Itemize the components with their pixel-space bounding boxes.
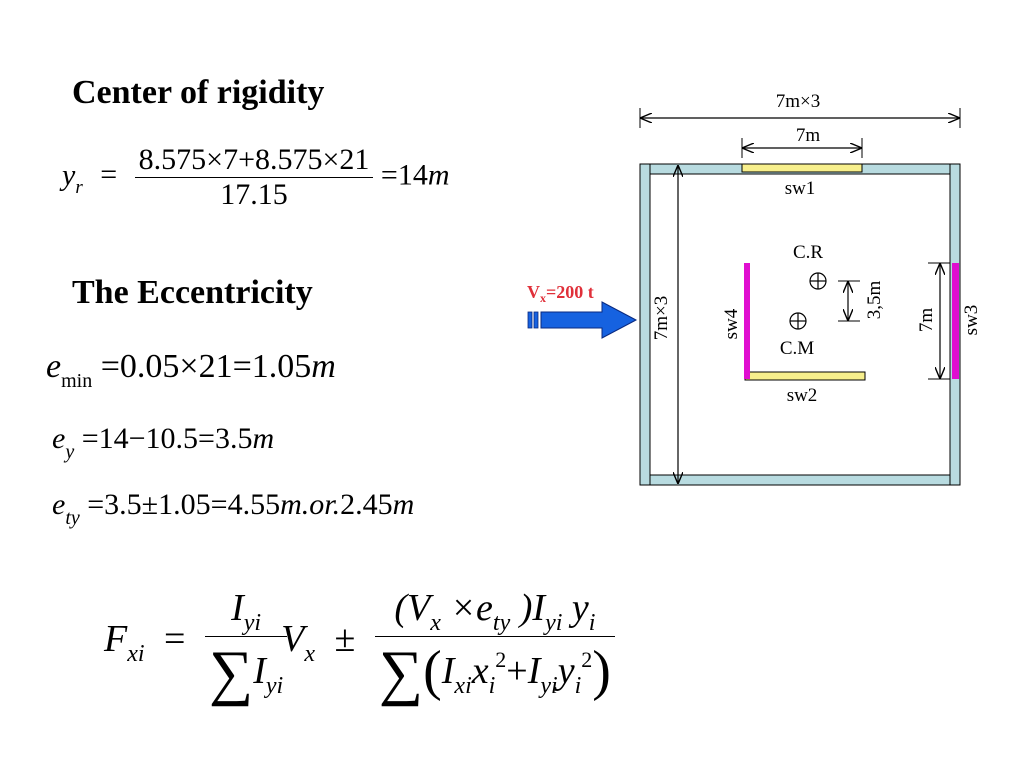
wall-bottom bbox=[639, 474, 961, 486]
label-center-of-mass: C.M bbox=[780, 338, 814, 359]
fxi-frac2-sub-x: x bbox=[430, 610, 441, 636]
wall-left bbox=[639, 163, 651, 486]
den-I1: I bbox=[441, 650, 455, 692]
center-of-rigidity-icon bbox=[809, 272, 827, 290]
fxi-pm: ± bbox=[334, 618, 356, 661]
fxi-equals: = bbox=[164, 618, 186, 661]
ety-or: .or. bbox=[301, 488, 341, 521]
equation-fxi: Fxi = Iyi ∑Iyi Vx ± (Vx ×ety )Iyi yi ∑(I… bbox=[104, 587, 615, 704]
yr-sub: r bbox=[75, 177, 83, 199]
ety-unit: m bbox=[280, 488, 302, 521]
emin-unit: m bbox=[311, 348, 336, 385]
den-y: y bbox=[557, 650, 575, 692]
fxi-frac1-den-I: I bbox=[253, 650, 266, 692]
equation-ey: ey =14−10.5=3.5m bbox=[52, 422, 275, 463]
label-sw3: sw3 bbox=[961, 305, 982, 336]
heading-eccentricity: The Eccentricity bbox=[72, 274, 313, 311]
dimension-overall-label: 7m×3 bbox=[776, 91, 821, 112]
emin-sub: min bbox=[61, 370, 93, 392]
fxi-V: V bbox=[281, 618, 305, 661]
dimension-left-label: 7m×3 bbox=[651, 296, 672, 341]
fxi-frac2-y: y bbox=[571, 587, 589, 629]
fxi-frac2-sub-ty: ty bbox=[492, 610, 511, 636]
yr-equals: = bbox=[100, 158, 118, 192]
yr-numerator: 8.575×7+8.575×21 bbox=[134, 143, 374, 178]
shear-wall-sw1 bbox=[741, 163, 863, 173]
dimension-span-label: 7m bbox=[796, 125, 821, 146]
fxi-frac1-I: I bbox=[231, 587, 244, 629]
ety-rhs: =3.5±1.05=4.55 bbox=[87, 488, 281, 521]
sigma-icon: ∑ bbox=[378, 639, 424, 707]
dimension-eccentricity-label: 3,5m bbox=[864, 281, 885, 320]
fxi-V-sub: x bbox=[304, 641, 316, 668]
yr-fraction: 8.575×7+8.575×21 17.15 bbox=[134, 143, 374, 212]
sigma-icon: ∑ bbox=[208, 639, 254, 707]
shear-wall-sw4 bbox=[744, 263, 750, 379]
den-x-sub: i bbox=[488, 673, 496, 699]
yr-result: =14 bbox=[380, 158, 428, 192]
fxi-fraction-2: (Vx ×ety )Iyi yi ∑(Ixixi2+Iyiyi2) bbox=[374, 586, 615, 704]
equation-emin: emin =0.05×21=1.05m bbox=[46, 348, 336, 392]
den-I1-sub: xi bbox=[454, 673, 472, 699]
den-plus: + bbox=[506, 650, 528, 692]
fxi-frac2-numerator: (Vx ×ety )Iyi yi bbox=[374, 586, 615, 637]
fxi-frac2-times-e: ×e bbox=[450, 587, 493, 629]
equation-yr: yr = 8.575×7+8.575×21 17.15 =14m bbox=[62, 143, 450, 212]
ey-rhs: =14−10.5=3.5 bbox=[81, 422, 253, 455]
fxi-frac2-sub-i: i bbox=[588, 610, 596, 636]
yr-unit: m bbox=[427, 158, 450, 192]
label-sw2: sw2 bbox=[787, 385, 818, 406]
yr-denominator: 17.15 bbox=[220, 178, 288, 211]
fxi-fraction-1: Iyi ∑Iyi bbox=[204, 586, 288, 704]
center-of-mass-icon bbox=[789, 312, 807, 330]
fxi-frac1-denominator: ∑Iyi bbox=[205, 637, 287, 704]
dimension-right-label: 7m bbox=[916, 308, 937, 333]
force-label: Vx=200 t bbox=[527, 282, 594, 305]
equation-ety: ety =3.5±1.05=4.55m.or.2.45m bbox=[52, 488, 415, 529]
fxi-frac2-sub-yi: yi bbox=[545, 610, 563, 636]
label-sw4: sw4 bbox=[721, 308, 742, 339]
den-sq-2: 2 bbox=[581, 647, 593, 672]
fxi-frac2-denominator: ∑(Ixixi2+Iyiyi2) bbox=[375, 637, 615, 704]
label-sw1: sw1 bbox=[785, 178, 816, 199]
lateral-force-arrow bbox=[527, 301, 638, 339]
yr-var: y bbox=[62, 158, 76, 192]
ety-sub: ty bbox=[65, 507, 80, 529]
emin-rhs: =0.05×21=1.05 bbox=[100, 348, 312, 385]
ety-var: e bbox=[52, 488, 66, 521]
ey-sub: y bbox=[65, 441, 75, 463]
fxi-frac2-I: )I bbox=[519, 587, 546, 629]
shear-wall-sw2 bbox=[744, 371, 866, 381]
open-paren: ( bbox=[423, 640, 442, 702]
den-I2: I bbox=[527, 650, 541, 692]
den-I2-sub: yi bbox=[540, 673, 558, 699]
den-sq-1: 2 bbox=[495, 647, 507, 672]
fxi-frac1-num-sub: yi bbox=[243, 610, 262, 636]
ety-unit2: m bbox=[392, 488, 415, 521]
den-y-sub: i bbox=[574, 673, 582, 699]
ety-rhs2: 2.45 bbox=[340, 488, 393, 521]
emin-var: e bbox=[46, 348, 62, 385]
close-paren: ) bbox=[592, 640, 611, 702]
fxi-F: F bbox=[104, 618, 128, 661]
fxi-frac1-numerator: Iyi bbox=[204, 586, 288, 637]
label-center-of-rigidity: C.R bbox=[793, 242, 823, 263]
fxi-F-sub: xi bbox=[127, 641, 145, 668]
heading-center-of-rigidity: Center of rigidity bbox=[72, 74, 325, 111]
shear-wall-sw3 bbox=[952, 263, 959, 379]
den-x: x bbox=[471, 650, 489, 692]
ey-unit: m bbox=[252, 422, 275, 455]
fxi-frac2-V: (V bbox=[394, 587, 431, 629]
fxi-frac1-den-sub: yi bbox=[265, 673, 284, 699]
ey-var: e bbox=[52, 422, 66, 455]
